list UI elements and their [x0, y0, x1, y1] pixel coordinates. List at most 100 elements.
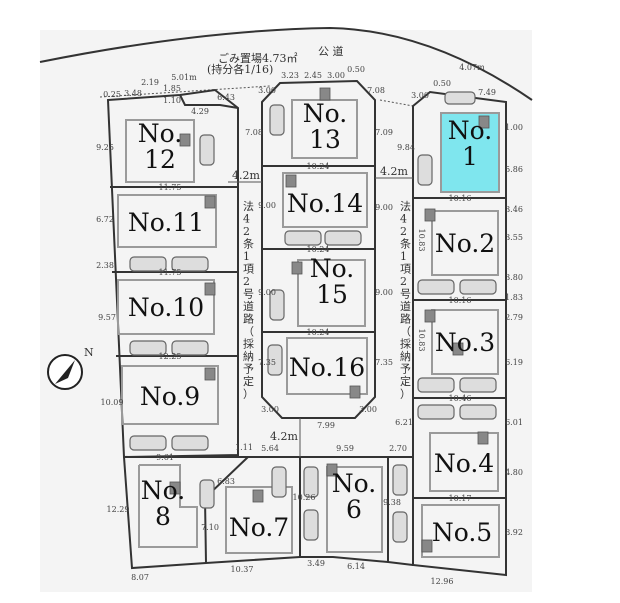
north-compass-icon: N — [47, 346, 94, 390]
dimension-label: 2.70 — [389, 444, 407, 453]
dimension-label: 12.25 — [159, 352, 182, 361]
dimension-label: 7.08 — [245, 128, 263, 137]
lot-label-no13[interactable]: 13 — [309, 125, 341, 154]
meter-box-icon — [252, 489, 264, 503]
car-icon — [459, 279, 497, 295]
car-icon — [303, 466, 319, 498]
lot-label-no11[interactable]: No.11 — [128, 208, 204, 237]
road-edge-bottom — [379, 99, 414, 107]
lot-label-no12[interactable]: 12 — [144, 145, 176, 174]
car-icon — [392, 464, 408, 496]
lot-label-no2[interactable]: No.2 — [435, 229, 495, 258]
meter-box-icon — [424, 309, 436, 323]
car-icon — [171, 435, 209, 451]
dimension-label: 1.85 — [163, 84, 181, 93]
dimension-label: 10.26 — [293, 493, 316, 502]
dimension-label: 9.57 — [98, 313, 116, 322]
dimension-label: 6.43 — [217, 93, 235, 102]
meter-box-icon — [424, 208, 436, 222]
lot-label-no14[interactable]: No.14 — [287, 189, 363, 218]
dimension-label: 3.00 — [327, 71, 345, 80]
dimension-label: 4.07m — [459, 63, 485, 72]
dimension-label: 3.00 — [359, 405, 377, 414]
dimension-label: 4.80 — [505, 468, 523, 477]
car-icon — [271, 466, 287, 498]
lot-label-no7[interactable]: No.7 — [229, 513, 289, 542]
dimension-label: 9.00 — [375, 203, 393, 212]
dimension-label: 11.75 — [159, 183, 182, 192]
dimension-label: 4.29 — [191, 107, 209, 116]
car-icon — [417, 279, 455, 295]
car-icon — [459, 377, 497, 393]
building-no14 — [282, 172, 368, 228]
dimension-label: 9.00 — [258, 201, 276, 210]
dimension-label: 1.83 — [505, 293, 523, 302]
dimension-label: 2.38 — [96, 261, 114, 270]
car-icon — [129, 256, 167, 272]
dimension-label: 10.83 — [417, 329, 426, 352]
car-icon — [129, 340, 167, 356]
dimension-label: 5.64 — [261, 444, 279, 453]
dimension-label: 9.84 — [397, 143, 415, 152]
dimension-label: 9.59 — [336, 444, 354, 453]
meter-box-icon — [452, 342, 464, 356]
road-edge-top — [39, 26, 533, 101]
car-icon — [129, 435, 167, 451]
dimension-label: 6.83 — [217, 477, 235, 486]
car-icon — [324, 230, 362, 246]
lot-label-no8[interactable]: No. — [141, 476, 185, 505]
dimension-label: 3.00 — [411, 91, 429, 100]
dimension-label: 0.50 — [347, 65, 365, 74]
dimension-label: 11.75 — [159, 268, 182, 277]
lot-label-no6[interactable]: No. — [332, 469, 376, 498]
dimension-label: 10.37 — [231, 565, 254, 574]
dimension-label: 10.83 — [417, 229, 426, 252]
dimension-label: 3.00 — [258, 86, 276, 95]
car-icon — [199, 134, 215, 166]
dimension-label: 10.09 — [101, 398, 124, 407]
lot-label-no8[interactable]: 8 — [155, 502, 171, 531]
building-no11 — [117, 194, 217, 248]
dimension-label: 7.09 — [375, 128, 393, 137]
dimension-label: 1.00 — [505, 123, 523, 132]
dimension-label: 10.17 — [449, 494, 472, 503]
dimension-label: 5.86 — [505, 165, 523, 174]
lot-label-no16[interactable]: No.16 — [289, 353, 365, 382]
lot-label-no1[interactable]: No. — [448, 116, 492, 145]
dimension-label: 0.50 — [433, 79, 451, 88]
dimension-label: 6.01 — [505, 418, 523, 427]
lot-label-no3[interactable]: No.3 — [435, 328, 495, 357]
road-edge-bottom — [99, 85, 271, 98]
lot-label-no9[interactable]: No.9 — [140, 382, 200, 411]
dimension-label: 10.16 — [449, 194, 472, 203]
dimension-label: 10.24 — [307, 162, 330, 171]
lot-label-no1[interactable]: 1 — [462, 142, 478, 171]
car-icon — [269, 289, 285, 321]
dimension-label: 6.19 — [505, 358, 523, 367]
dimension-label: 3.49 — [307, 559, 325, 568]
dimension-label: 1.10 — [163, 96, 181, 105]
lot-label-no12[interactable]: No. — [138, 119, 182, 148]
road-width-left: 4.2m — [232, 169, 260, 182]
meter-box-icon — [204, 195, 216, 209]
lot-label-no5[interactable]: No.5 — [432, 518, 492, 547]
building-no10 — [117, 279, 215, 335]
dimension-label: 7.08 — [367, 86, 385, 95]
garbage-area-outline — [179, 94, 239, 109]
meter-box-icon — [326, 463, 338, 477]
meter-box-icon — [349, 385, 361, 399]
car-icon — [267, 344, 283, 376]
lot-label-no13[interactable]: No. — [303, 99, 347, 128]
dimension-label: 8.07 — [131, 573, 149, 582]
lot-label-no6[interactable]: 6 — [346, 495, 362, 524]
lot-label-no15[interactable]: 15 — [316, 280, 348, 309]
car-icon — [444, 91, 476, 105]
car-icon — [417, 154, 433, 186]
lot-label-no15[interactable]: No. — [310, 254, 354, 283]
lot-label-no4[interactable]: No.4 — [434, 449, 494, 478]
dimension-label: 9.25 — [96, 143, 114, 152]
dimension-label: 6.72 — [96, 215, 114, 224]
dimension-label: 10.24 — [307, 328, 330, 337]
lot-label-no10[interactable]: No.10 — [128, 293, 204, 322]
lot-labels: No.1No.2No.3No.4No.5No.6No.7No.8No.9No.1… — [128, 99, 495, 547]
